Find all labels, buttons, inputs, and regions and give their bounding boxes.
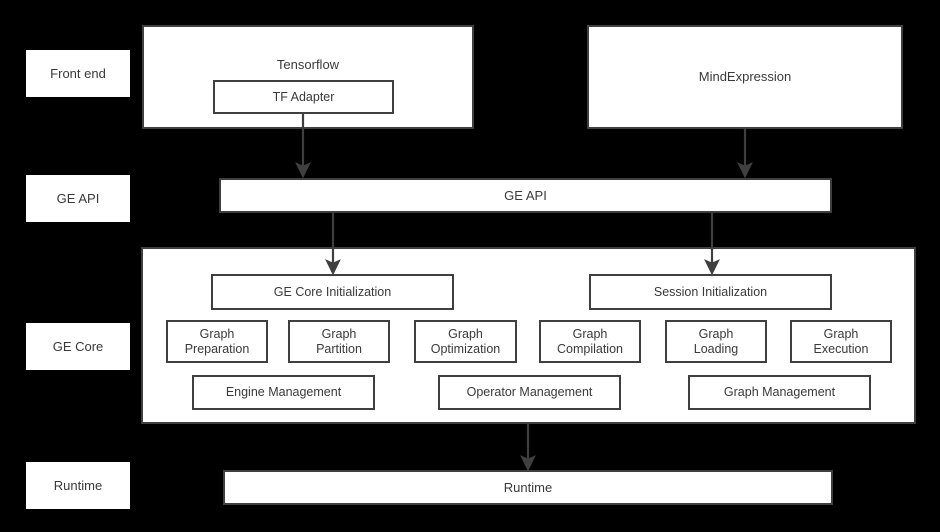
runtime-bar[interactable]: Runtime xyxy=(223,470,833,505)
layer-label-front-end: Front end xyxy=(26,50,130,97)
session-initialization-box[interactable]: Session Initialization xyxy=(589,274,832,310)
graph-loading-box[interactable]: Graph Loading xyxy=(665,320,767,363)
layer-label-runtime: Runtime xyxy=(26,462,130,509)
mindexpression-title: MindExpression xyxy=(698,69,792,85)
graph-compilation-box[interactable]: Graph Compilation xyxy=(539,320,641,363)
ge-api-bar[interactable]: GE API xyxy=(219,178,832,213)
mindexpression-panel[interactable]: MindExpression xyxy=(587,25,903,129)
graph-management-box[interactable]: Graph Management xyxy=(688,375,871,410)
tf-adapter-box[interactable]: TF Adapter xyxy=(213,80,394,114)
graph-execution-box[interactable]: Graph Execution xyxy=(790,320,892,363)
operator-management-box[interactable]: Operator Management xyxy=(438,375,621,410)
engine-management-box[interactable]: Engine Management xyxy=(192,375,375,410)
graph-optimization-box[interactable]: Graph Optimization xyxy=(414,320,517,363)
layer-label-ge-api: GE API xyxy=(26,175,130,222)
graph-partition-box[interactable]: Graph Partition xyxy=(288,320,390,363)
graph-preparation-box[interactable]: Graph Preparation xyxy=(166,320,268,363)
tensorflow-title: Tensorflow xyxy=(276,57,340,72)
layer-label-ge-core: GE Core xyxy=(26,323,130,370)
ge-core-initialization-box[interactable]: GE Core Initialization xyxy=(211,274,454,310)
